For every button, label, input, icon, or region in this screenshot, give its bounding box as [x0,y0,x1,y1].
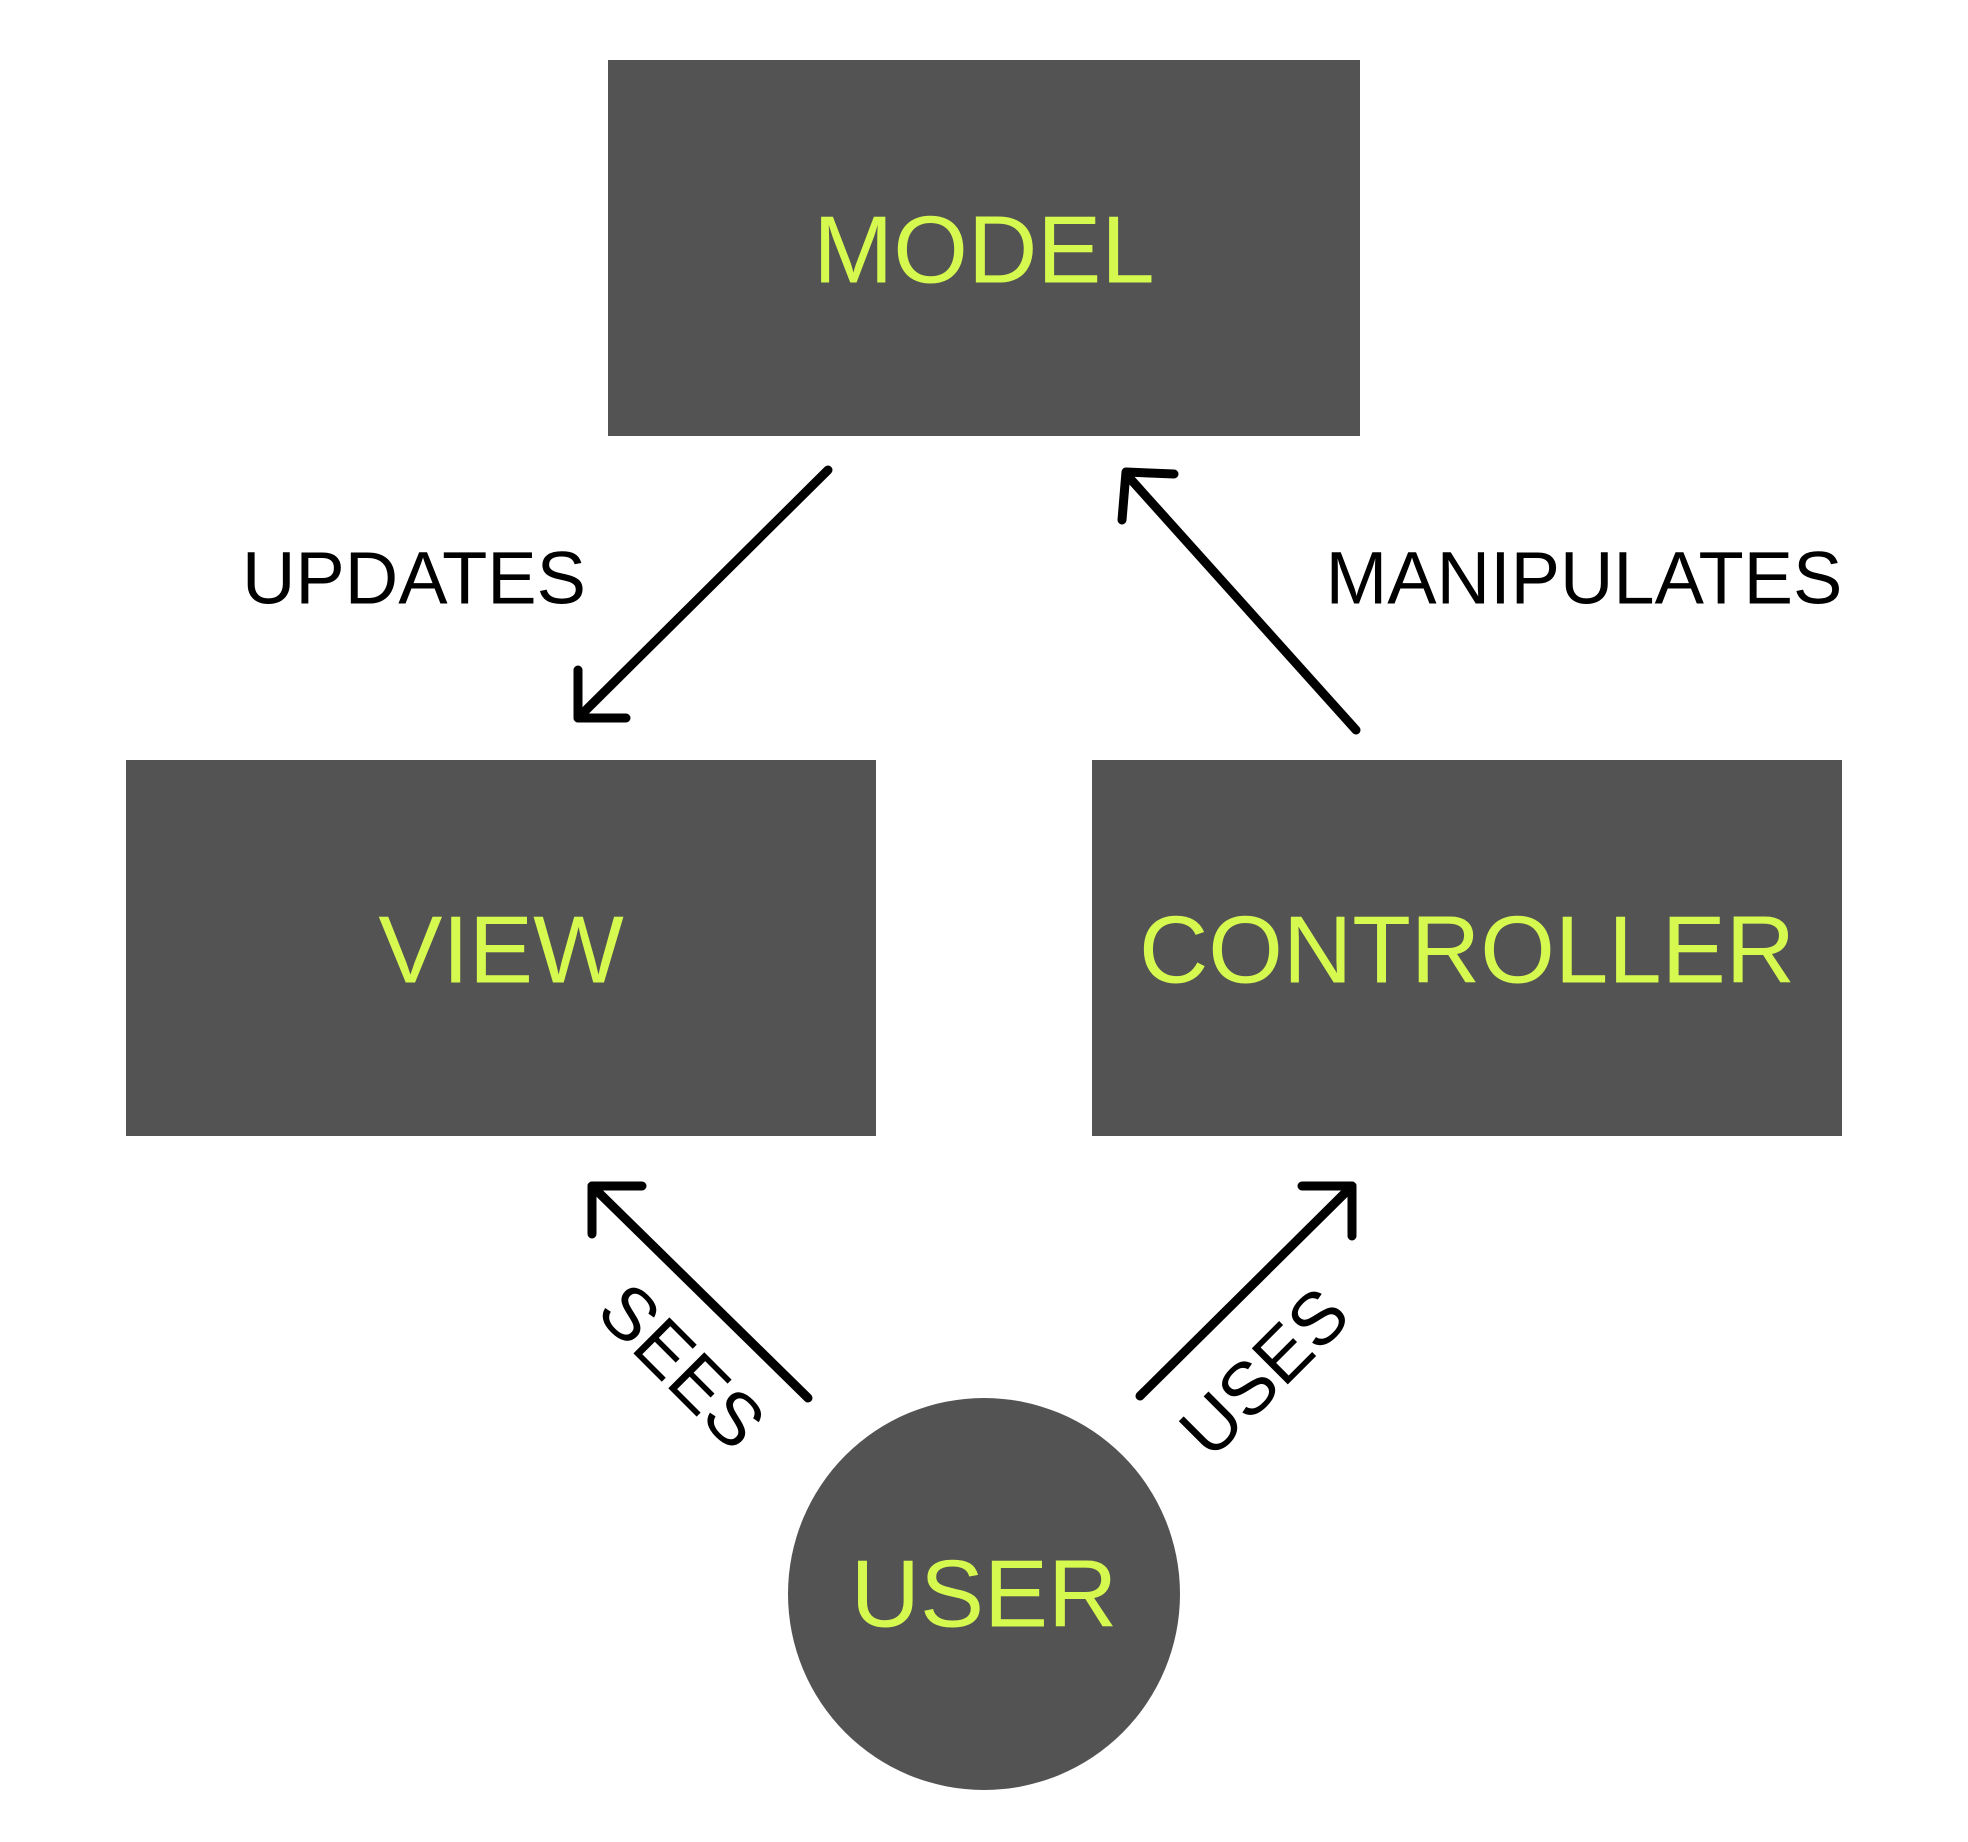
manipulates-arrow-shaft [1121,469,1361,735]
controller-node: CONTROLLER [1092,760,1842,1136]
controller-label: CONTROLLER [1139,897,1795,1004]
updates-arrow [573,465,833,723]
user-label: USER [851,1541,1118,1648]
updates-label: UPDATES [242,537,586,620]
updates-arrow-shaft [573,465,833,723]
model-node: MODEL [608,60,1360,436]
model-box [608,60,1360,436]
user-node: USER [788,1398,1180,1790]
uses-arrow-head [1297,1181,1357,1241]
view-box [126,760,876,1136]
updates-arrow-head [573,665,631,723]
manipulates-label: MANIPULATES [1326,537,1843,620]
sees-arrow-shaft [587,1181,813,1403]
controller-box [1092,760,1842,1136]
model-label: MODEL [813,197,1154,304]
view-label: VIEW [378,897,624,1004]
sees-arrow-head [587,1181,647,1239]
sees-label: SEES [583,1267,781,1465]
sees-arrow [587,1181,813,1403]
user-circle [788,1398,1180,1790]
manipulates-arrow-head [1117,467,1179,525]
view-node: VIEW [126,760,876,1136]
uses-label: USES [1163,1271,1364,1472]
uses-arrow [1135,1181,1357,1401]
manipulates-arrow [1117,467,1361,735]
uses-arrow-shaft [1135,1181,1357,1401]
